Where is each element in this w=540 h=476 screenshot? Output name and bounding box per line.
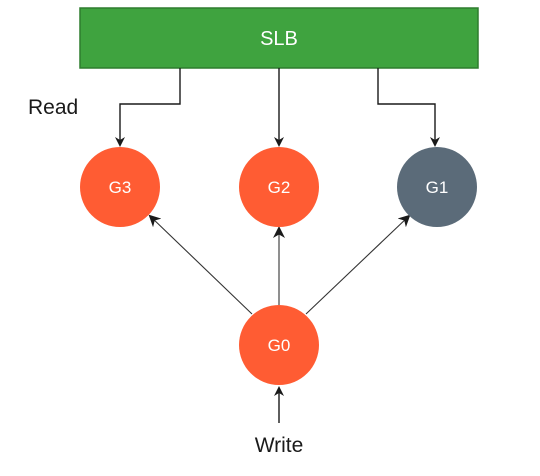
- write-label: Write: [255, 434, 304, 457]
- node-g0: G0: [239, 305, 319, 385]
- node-g1-label: G1: [426, 178, 449, 197]
- node-g3-label: G3: [109, 178, 132, 197]
- node-g1-circle: [397, 147, 477, 227]
- node-g2: G2: [239, 147, 319, 227]
- node-g1: G1: [397, 147, 477, 227]
- slb-rect: [79, 7, 479, 69]
- node-g0-circle: [239, 305, 319, 385]
- edge-g0-to-g3: [148, 214, 253, 315]
- edge-slb-to-g3: [115, 68, 181, 147]
- slb-label: SLB: [260, 28, 298, 50]
- edge-slb-to-g1: [377, 68, 440, 147]
- node-g3: G3: [80, 147, 160, 227]
- node-g2-circle: [239, 147, 319, 227]
- node-g0-label: G0: [268, 336, 291, 355]
- read-label: Read: [28, 96, 78, 119]
- slb-box: SLB: [79, 7, 479, 69]
- node-g2-label: G2: [268, 178, 291, 197]
- edge-g0-to-g1: [305, 214, 411, 315]
- node-g3-circle: [80, 147, 160, 227]
